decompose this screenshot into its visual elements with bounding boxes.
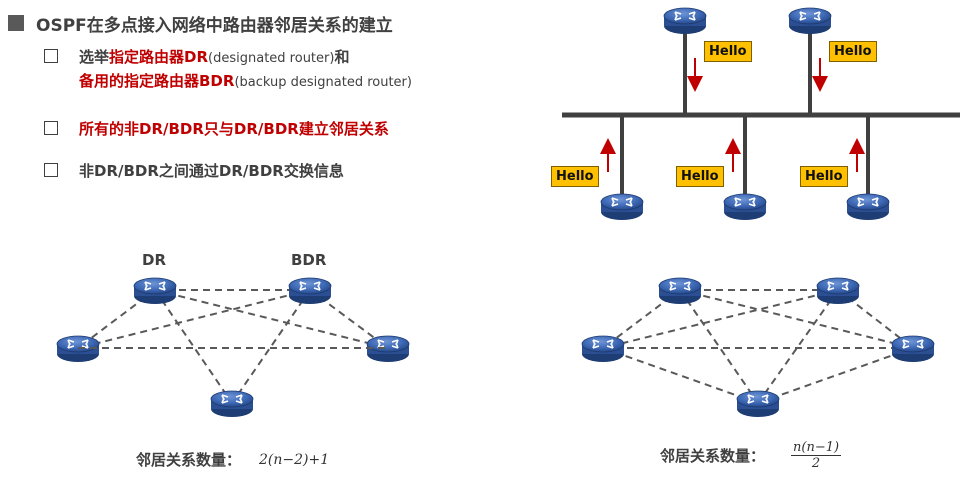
bullet-bdr-paren: (backup designated router) bbox=[234, 75, 412, 90]
title-bullet-square bbox=[8, 15, 24, 31]
router-icon bbox=[788, 7, 832, 35]
fraction-denominator: 2 bbox=[811, 456, 821, 471]
left-mesh-links bbox=[77, 289, 389, 404]
router-icon bbox=[846, 193, 890, 221]
router-icon bbox=[736, 390, 780, 418]
router-icon bbox=[581, 335, 625, 363]
right-mesh-links bbox=[602, 289, 914, 404]
bullet-non-dr-adjacency: 所有的非DR/BDR只与DR/BDR建立邻居关系 bbox=[44, 118, 389, 140]
bullet-bdr-text: 备用的指定路由器BDR bbox=[79, 72, 235, 90]
router-icon bbox=[723, 193, 767, 221]
router-icon bbox=[663, 7, 707, 35]
hello-label: Hello bbox=[551, 166, 599, 187]
router-icon bbox=[600, 193, 644, 221]
hello-label: Hello bbox=[676, 166, 724, 187]
bullet-text: 非DR/BDR之间通过DR/BDR交换信息 bbox=[79, 162, 344, 180]
formula-label: 邻居关系数量： bbox=[660, 447, 766, 465]
router-icon bbox=[210, 390, 254, 418]
router-icon-bdr bbox=[288, 277, 332, 305]
hello-label: Hello bbox=[829, 41, 877, 62]
router-icon bbox=[658, 277, 702, 305]
formula-right: 邻居关系数量： n(n−1) 2 bbox=[660, 440, 842, 471]
router-icon bbox=[816, 277, 860, 305]
page-title: OSPF在多点接入网络中路由器邻居关系的建立 bbox=[36, 15, 393, 36]
title-row: OSPF在多点接入网络中路由器邻居关系的建立 bbox=[8, 10, 393, 36]
router-icon-dr bbox=[133, 277, 177, 305]
hello-label: Hello bbox=[800, 166, 848, 187]
formula-label: 邻居关系数量： bbox=[136, 451, 242, 469]
bullet-exchange-info: 非DR/BDR之间通过DR/BDR交换信息 bbox=[44, 160, 344, 182]
bullet-and: 和 bbox=[334, 48, 350, 66]
bullet-text: 选举指定路由器DR(designated router)和 备用的指定路由器BD… bbox=[79, 46, 412, 94]
fraction-numerator: n(n−1) bbox=[791, 440, 842, 456]
router-icon bbox=[366, 335, 410, 363]
formula-expression: 2(n−2)+1 bbox=[259, 451, 330, 468]
hello-label: Hello bbox=[704, 41, 752, 62]
router-icon bbox=[891, 335, 935, 363]
bullet-dr-paren: (designated router) bbox=[208, 51, 335, 66]
bdr-label: BDR bbox=[291, 251, 327, 269]
checkbox-icon bbox=[44, 121, 58, 135]
formula-fraction: n(n−1) 2 bbox=[791, 440, 842, 471]
checkbox-icon bbox=[44, 49, 58, 63]
bullet-text: 所有的非DR/BDR只与DR/BDR建立邻居关系 bbox=[79, 120, 389, 138]
bullet-dr-text: 指定路由器DR bbox=[109, 48, 209, 66]
bullet-dr-bdr-election: 选举指定路由器DR(designated router)和 备用的指定路由器BD… bbox=[44, 46, 412, 94]
bullet-pre: 选举 bbox=[79, 48, 110, 66]
formula-left: 邻居关系数量： 2(n−2)+1 bbox=[136, 449, 329, 470]
checkbox-icon bbox=[44, 163, 58, 177]
dr-label: DR bbox=[142, 251, 167, 269]
